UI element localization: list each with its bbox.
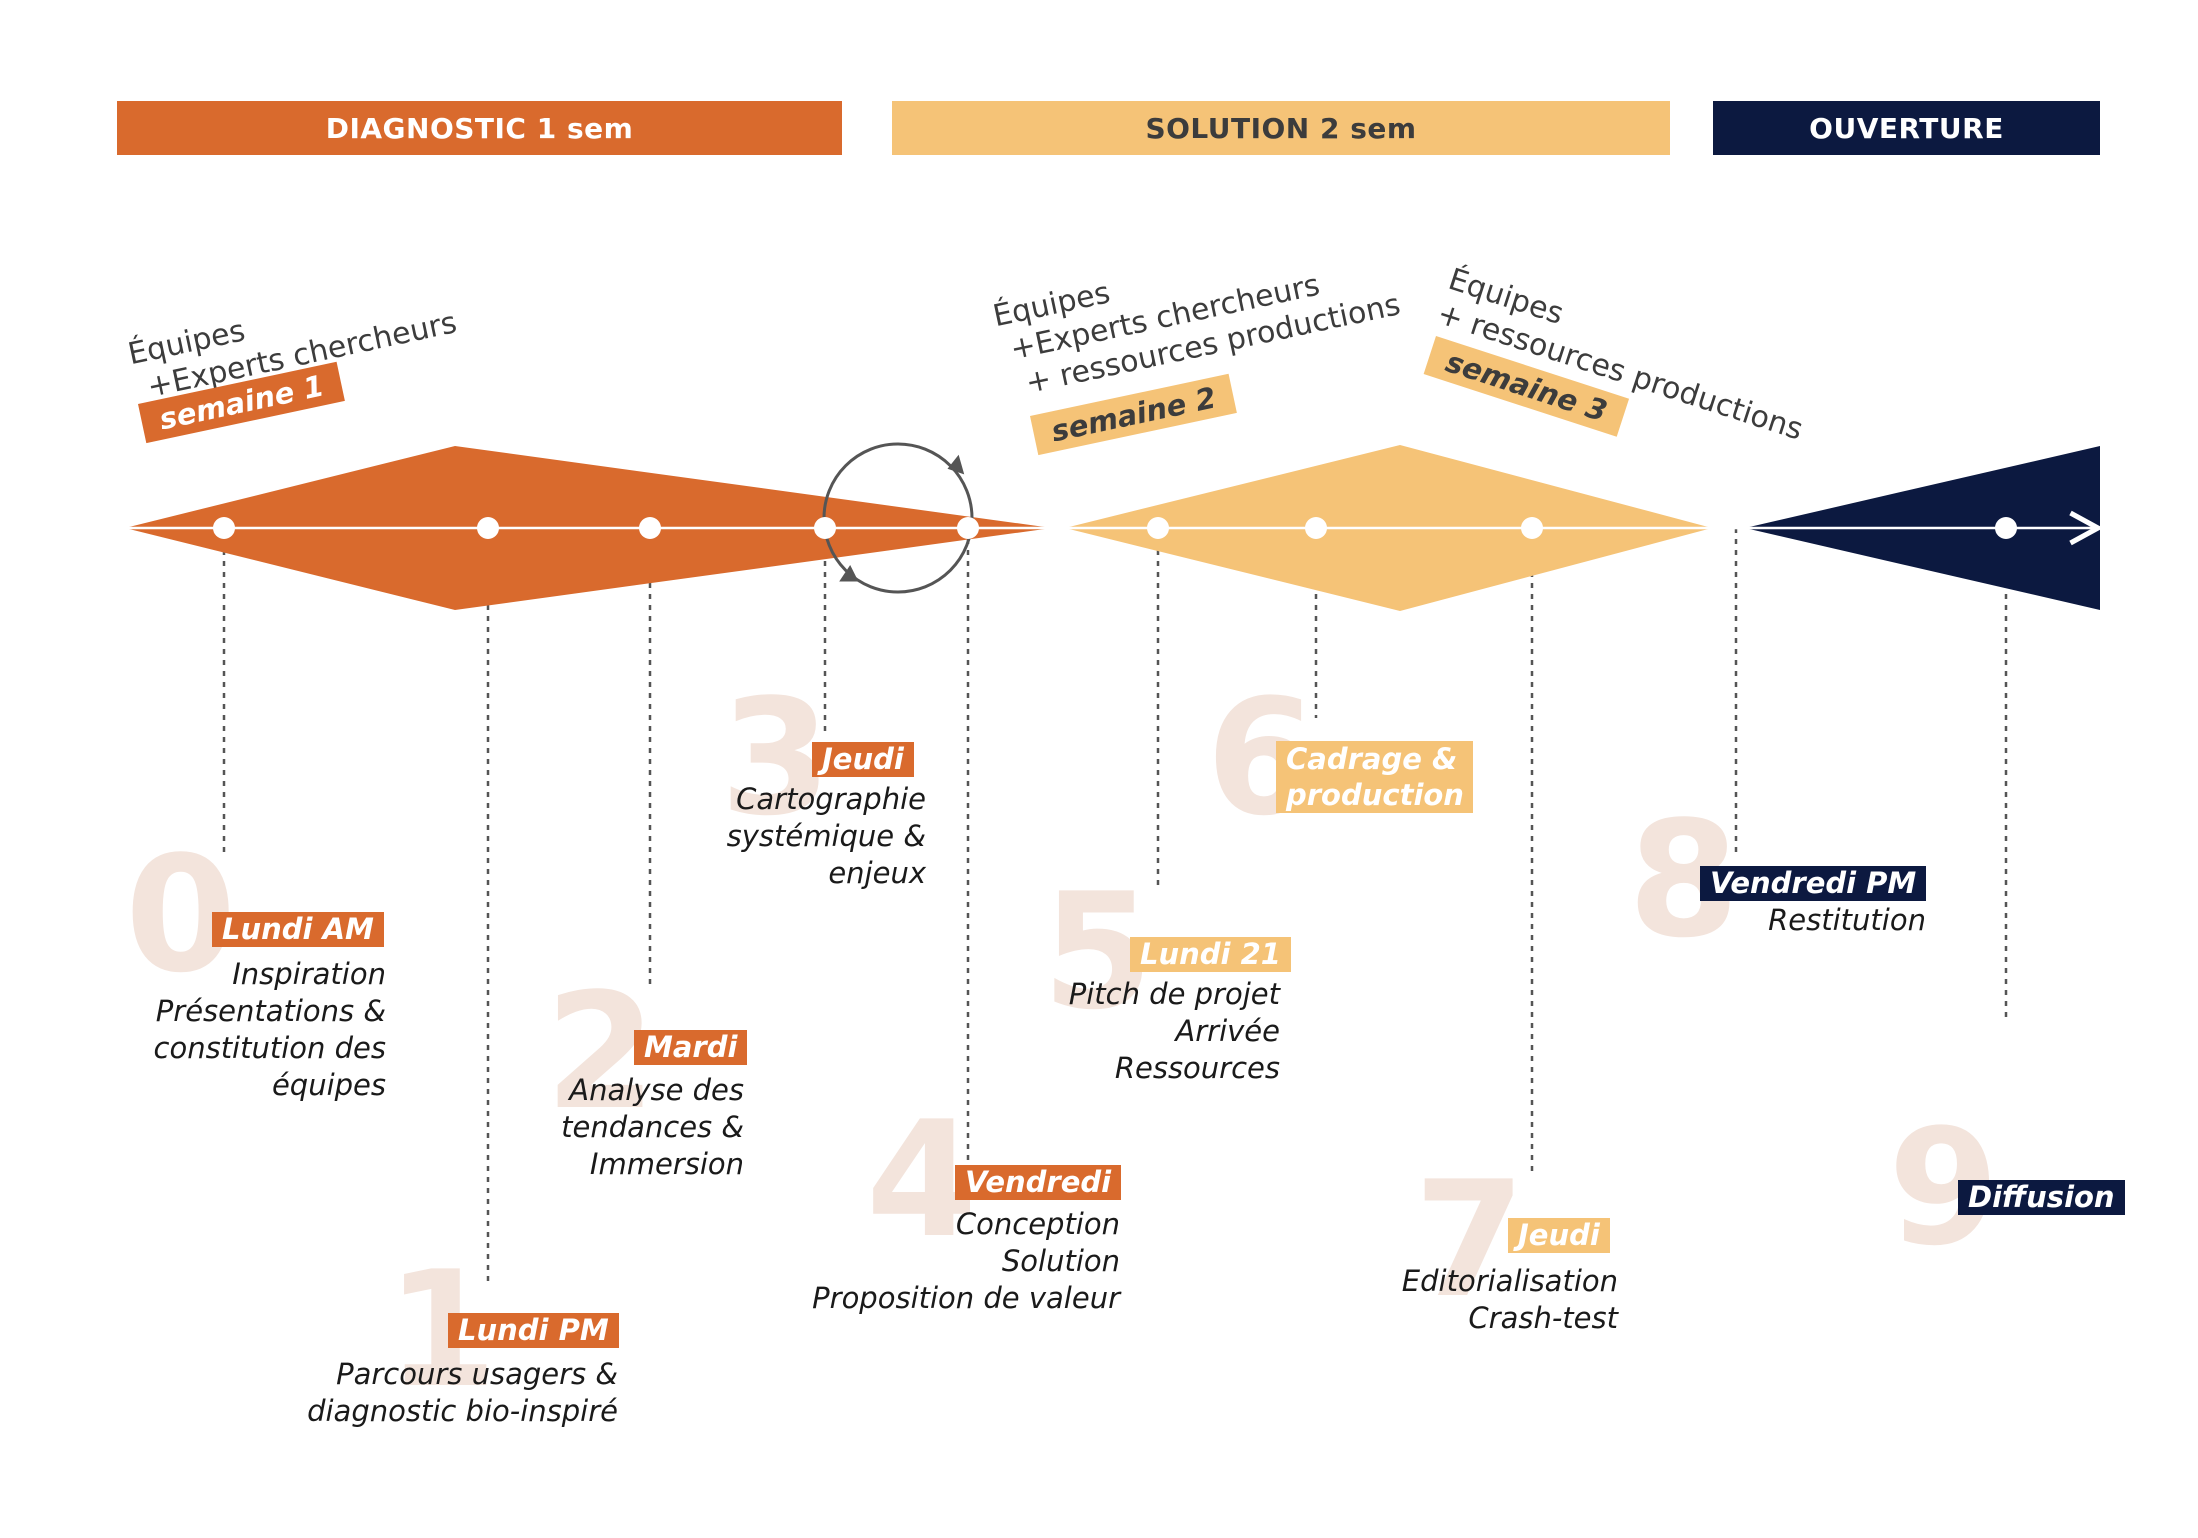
step-4-line-3: Proposition de valeur [812,1281,1120,1315]
dot-1 [477,517,499,539]
step-2-line-2: tendances & [561,1110,744,1144]
step-6-day: Cadrage & production [1276,741,1473,813]
step-0-line-4: équipes [271,1068,386,1102]
step-8-line-1: Restitution [1768,903,1926,937]
step-3-line-3: enjeux [828,856,926,890]
phase-solution: SOLUTION 2 sem [892,101,1670,155]
step-7-day: Jeudi [1508,1218,1610,1253]
step-7-number: 7 [1414,1146,1526,1333]
step-4-text: Conception Solution Proposition de valeu… [812,1206,1120,1317]
step-1-text: Parcours usagers & diagnostic bio-inspir… [307,1356,618,1430]
dashed-connectors [222,528,2008,1285]
step-5-line-2: Arrivée [1175,1014,1280,1048]
step-7-text: Editorialisation Crash-test [1402,1263,1618,1337]
step-7-line-2: Crash-test [1468,1301,1618,1335]
dot-8 [1995,517,2017,539]
dot-0 [213,517,235,539]
step-1-line-1: Parcours usagers & [336,1357,618,1391]
step-4-line-1: Conception [955,1207,1120,1241]
step-3-text: Cartographie systémique & enjeux [727,781,926,892]
dot-2 [639,517,661,539]
step-0-line-2: Présentations & [155,994,386,1028]
phase-diagnostic-label: DIAGNOSTIC 1 sem [325,111,634,145]
dot-4 [957,517,979,539]
step-0-line-1: Inspiration [232,957,386,991]
step-4-day: Vendredi [955,1165,1122,1200]
step-1-day: Lundi PM [448,1313,619,1348]
timeline-dots [213,517,2017,539]
phase-solution-label: SOLUTION 2 sem [1145,111,1417,145]
step-5-text: Pitch de projet Arrivée Ressources [1069,976,1280,1087]
phase-ouverture-label: OUVERTURE [1809,111,2004,145]
step-2-day: Mardi [634,1030,748,1065]
phase-ouverture: OUVERTURE [1713,101,2100,155]
step-0-line-3: constitution des [153,1031,386,1065]
step-3-day: Jeudi [812,742,914,777]
step-8-day: Vendredi PM [1700,866,1927,901]
step-2-line-3: Immersion [589,1147,744,1181]
step-3-line-1: Cartographie [736,782,926,816]
step-5-line-3: Ressources [1114,1051,1280,1085]
phase-diagnostic: DIAGNOSTIC 1 sem [117,101,842,155]
step-6-day-text: Cadrage & production [1286,742,1464,812]
step-9-day: Diffusion [1958,1180,2125,1215]
step-2-text: Analyse des tendances & Immersion [561,1072,744,1183]
step-4-line-2: Solution [1001,1244,1120,1278]
dot-5 [1147,517,1169,539]
step-2-line-1: Analyse des [569,1073,744,1107]
step-1-line-2: diagnostic bio-inspiré [307,1394,618,1428]
step-3-line-2: systémique & [726,819,926,853]
step-7-line-1: Editorialisation [1401,1264,1618,1298]
dot-6 [1305,517,1327,539]
dot-3 [814,517,836,539]
step-0-day: Lundi AM [212,912,384,947]
dot-7 [1521,517,1543,539]
step-5-line-1: Pitch de projet [1068,977,1280,1011]
step-8-text: Restitution [1768,902,1926,939]
step-5-day: Lundi 21 [1130,937,1291,972]
step-0-text: Inspiration Présentations & constitution… [154,956,386,1104]
